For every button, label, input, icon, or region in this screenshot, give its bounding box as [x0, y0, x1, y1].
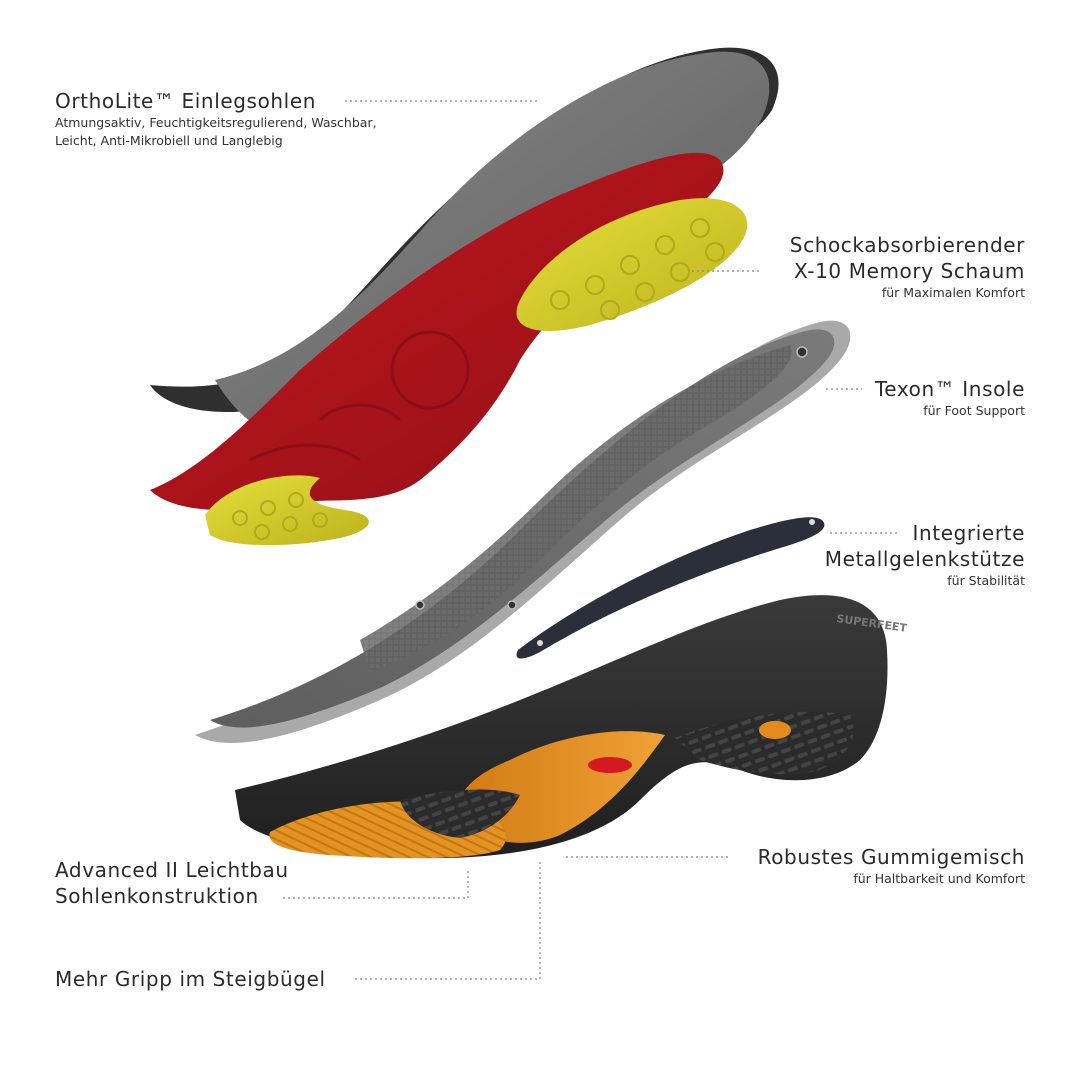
red-foam-ridge	[318, 403, 402, 422]
metal-shank	[516, 517, 825, 659]
label-ortholite: OrthoLite™ Einlegsohlen Atmungsaktiv, Fe…	[55, 88, 377, 150]
gel-pad-forefoot-pattern	[550, 218, 725, 320]
label-ortholite-title: OrthoLite™ Einlegsohlen	[55, 89, 317, 113]
label-metall-title1: Integrierte	[912, 521, 1025, 545]
label-advanced-title2: Sohlenkonstruktion	[55, 884, 259, 908]
label-schaum-sub: für Maximalen Komfort	[881, 285, 1025, 300]
metal-shank-hole-back	[809, 519, 815, 525]
texon-rivet-heel	[796, 346, 808, 358]
outsole-red-logo	[588, 757, 632, 773]
label-ortholite-sub1: Atmungsaktiv, Feuchtigkeitsregulierend, …	[55, 115, 377, 130]
metal-shank-body	[516, 517, 825, 659]
metal-shank-hole-front	[537, 640, 543, 646]
gel-pad-heel-pattern	[232, 492, 328, 540]
outsole-body	[235, 595, 888, 859]
label-ortholite-sub2: Leicht, Anti-Mikrobiell und Langlebig	[55, 133, 283, 148]
red-foam-ridge-2	[249, 443, 361, 462]
leader-lines	[283, 100, 900, 980]
label-gummi-sub: für Haltbarkeit und Komfort	[853, 871, 1025, 886]
ortholite-insole	[150, 47, 779, 546]
leader-gripp	[355, 860, 541, 980]
label-metall: Integrierte Metallgelenkstütze für Stabi…	[825, 520, 1025, 590]
outsole-forefoot-tread	[400, 789, 520, 838]
label-metall-title2: Metallgelenkstütze	[824, 547, 1025, 571]
label-texon-sub: für Foot Support	[923, 403, 1025, 418]
label-texon: Texon™ Insole für Foot Support	[875, 376, 1025, 420]
leader-advanced	[283, 868, 469, 899]
texon-mesh-zone	[360, 345, 792, 672]
red-foam-heel-dome	[390, 330, 470, 410]
outsole: SUPERFEET	[235, 595, 908, 859]
gel-pad-forefoot	[516, 198, 748, 332]
label-texon-title: Texon™ Insole	[874, 377, 1025, 401]
outsole-heel-tread	[675, 711, 854, 775]
label-gummi-title: Robustes Gummigemisch	[757, 845, 1025, 869]
label-gripp: Mehr Gripp im Steigbügel	[55, 966, 326, 992]
label-schaum-title1: Schockabsorbierender	[789, 233, 1025, 257]
label-metall-sub: für Stabilität	[947, 573, 1025, 588]
gel-pad-heel	[205, 475, 369, 546]
texon-rivet-right	[507, 600, 517, 610]
label-advanced: Advanced II Leichtbau Sohlenkonstruktion	[55, 857, 289, 909]
outsole-heel-orange-dot	[759, 721, 791, 739]
label-schaum: Schockabsorbierender X-10 Memory Schaum …	[790, 232, 1025, 302]
texon-insole	[195, 320, 851, 743]
label-schaum-title2: X-10 Memory Schaum	[793, 259, 1025, 283]
label-gummi: Robustes Gummigemisch für Haltbarkeit un…	[758, 844, 1025, 888]
label-advanced-title1: Advanced II Leichtbau	[55, 858, 289, 882]
texon-rivet-left	[415, 600, 425, 610]
label-gripp-title: Mehr Gripp im Steigbügel	[55, 967, 326, 991]
